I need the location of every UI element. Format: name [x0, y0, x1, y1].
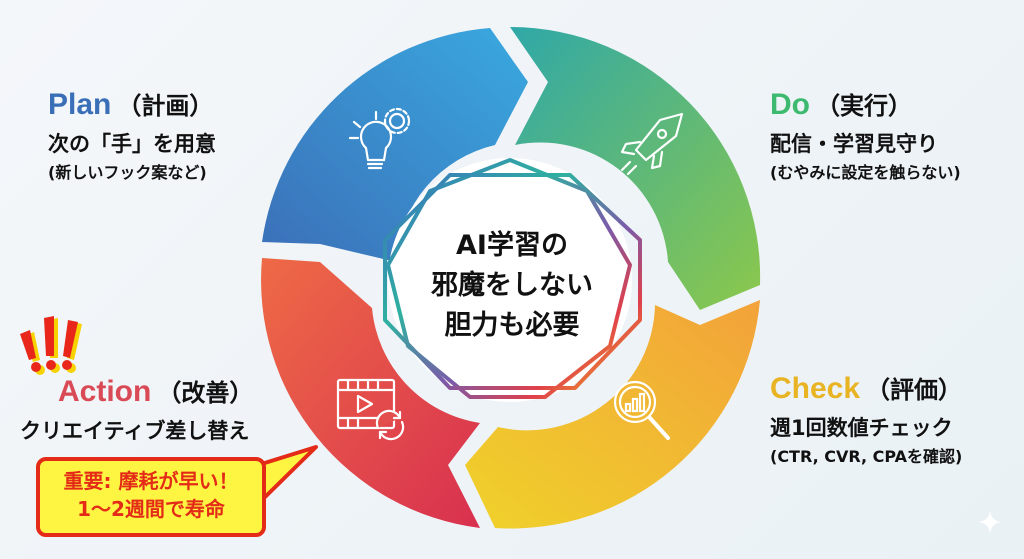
- do-sub-text: (むやみに設定を触らない): [770, 163, 961, 182]
- action-main-text: クリエイティブ差し替え: [20, 419, 250, 443]
- magnifier-chart-icon: [613, 380, 670, 440]
- do-title-en: Do: [770, 88, 810, 121]
- sparkle-icon: [978, 510, 1002, 534]
- action-heading: Action（改善）: [58, 375, 253, 410]
- do-main-text: 配信・学習見守り: [770, 132, 938, 156]
- center-line: AI学習の: [456, 230, 568, 261]
- video-refresh-icon: [336, 378, 405, 441]
- plan-title-en: Plan: [48, 88, 112, 121]
- do-label: Do（実行） 配信・学習見守り (むやみに設定を触らない): [770, 88, 961, 185]
- action-label: Action（改善） クリエイティブ差し替え: [20, 375, 253, 446]
- check-heading: Check（評価）: [770, 372, 962, 407]
- do-heading: Do（実行）: [770, 88, 961, 123]
- action-segment: [261, 258, 480, 528]
- center-message: AI学習の 邪魔をしない 胆力も必要: [412, 226, 612, 346]
- action-title-jp: （改善）: [157, 379, 254, 407]
- warning-callout: 重要: 摩耗が早い！ 1〜2週間で寿命: [36, 457, 266, 537]
- callout-line: 1〜2週間で寿命: [77, 497, 225, 521]
- center-line: 胆力も必要: [444, 310, 580, 341]
- check-segment: [465, 300, 760, 529]
- check-title-en: Check: [770, 372, 861, 405]
- callout-line: 重要: 摩耗が早い！: [63, 469, 239, 493]
- octagram-frame: [383, 158, 642, 399]
- plan-main-text: 次の「手」を用意: [48, 132, 216, 156]
- lightbulb-gear-icon: [348, 107, 411, 170]
- center-line: 邪魔をしない: [431, 270, 593, 301]
- plan-label: Plan（計画） 次の「手」を用意 (新しいフック案など): [48, 88, 216, 185]
- plan-segment: [262, 28, 528, 262]
- plan-sub-text: (新しいフック案など): [48, 163, 207, 182]
- plan-title-jp: （計画）: [117, 92, 214, 120]
- do-segment: [510, 26, 761, 310]
- do-title-jp: （実行）: [816, 92, 912, 120]
- check-title-jp: （評価）: [866, 376, 963, 404]
- check-main-text: 週1回数値チェック: [770, 416, 953, 440]
- rocket-icon: [620, 112, 684, 176]
- check-sub-text: (CTR, CVR, CPAを確認): [770, 447, 963, 466]
- exclamation-marks-icon: [20, 316, 82, 375]
- check-label: Check（評価） 週1回数値チェック (CTR, CVR, CPAを確認): [770, 372, 962, 469]
- action-title-en: Action: [58, 375, 152, 408]
- plan-heading: Plan（計画）: [48, 88, 216, 123]
